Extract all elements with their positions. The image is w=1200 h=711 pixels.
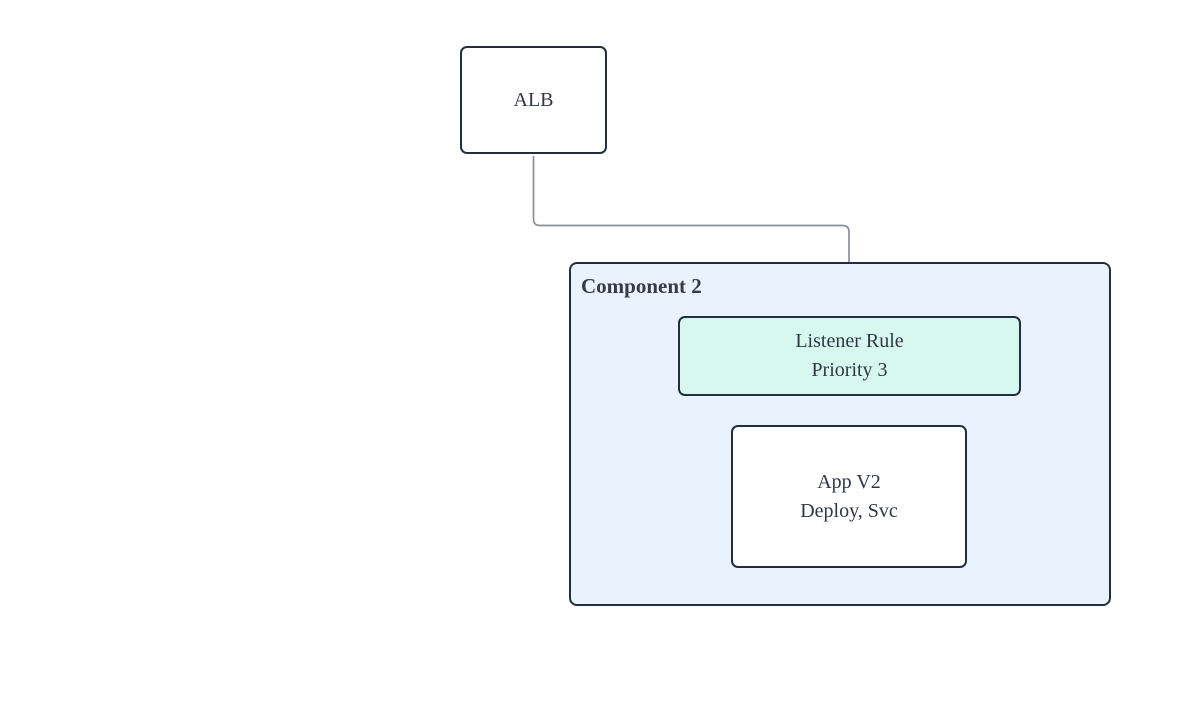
node-listener-rule-line-1: Listener Rule (795, 330, 904, 352)
node-app-v2[interactable]: App V2 Deploy, Svc (731, 425, 967, 568)
node-app-v2-line-2: Deploy, Svc (800, 500, 898, 522)
node-alb[interactable]: ALB (460, 46, 607, 154)
node-listener-rule[interactable]: Listener Rule Priority 3 (678, 316, 1021, 396)
group-component-2-title: Component 2 (581, 274, 702, 298)
node-listener-rule-line-2: Priority 3 (811, 359, 888, 381)
node-app-v2-line-1: App V2 (817, 471, 881, 493)
node-alb-line-1: ALB (513, 88, 554, 111)
